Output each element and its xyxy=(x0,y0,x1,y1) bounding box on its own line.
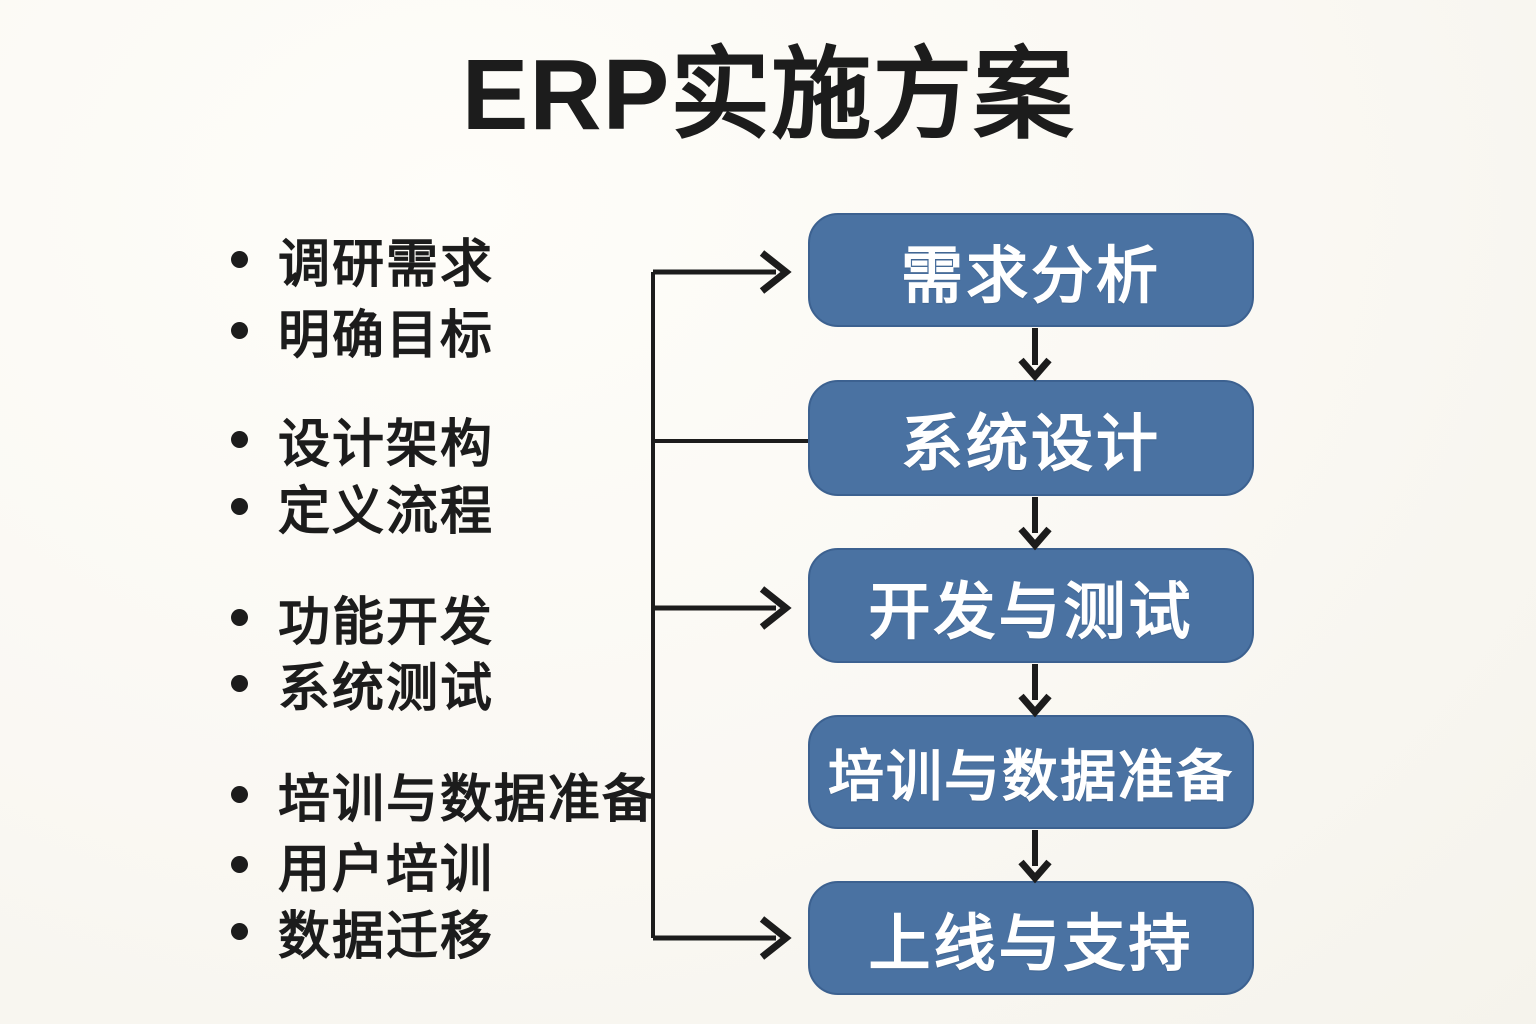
flow-step-golive-support: 上线与支持 xyxy=(808,881,1254,995)
bullet-dot-icon xyxy=(231,785,248,803)
flow-step-label: 上线与支持 xyxy=(868,910,1194,979)
arrow-down-icon xyxy=(1018,526,1052,551)
diagram-title: ERP实施方案 xyxy=(461,39,1075,151)
bullet-label: 数据迁移 xyxy=(278,907,495,966)
arrow-right-icon xyxy=(759,586,792,630)
bullet-label: 培训与数据准备 xyxy=(278,770,657,829)
flow-step-system-design: 系统设计 xyxy=(808,380,1254,496)
flow-step-label: 开发与测试 xyxy=(868,577,1194,647)
bullet-label: 用户培训 xyxy=(278,840,495,899)
bullet-dot-icon xyxy=(231,855,248,873)
bullet-dot-icon xyxy=(231,497,248,515)
bullet-dot-icon xyxy=(231,430,248,448)
bullet-item-clarify-goals: 明确目标 xyxy=(231,294,494,366)
bullet-dot-icon xyxy=(231,674,248,692)
flow-step-label: 需求分析 xyxy=(900,242,1161,311)
bullet-label: 调研需求 xyxy=(278,235,495,294)
arrow-down-icon xyxy=(1018,693,1052,718)
bullet-label: 明确目标 xyxy=(278,306,495,365)
bullet-item-design-architecture: 设计架构 xyxy=(231,403,494,475)
arrow-down-icon xyxy=(1018,859,1052,884)
flow-step-label: 培训与数据准备 xyxy=(828,744,1234,808)
bullet-item-define-processes: 定义流程 xyxy=(231,470,494,542)
flow-step-requirements-analysis: 需求分析 xyxy=(808,213,1254,327)
bullet-item-user-training: 用户培训 xyxy=(231,828,494,900)
bullet-item-research-needs: 调研需求 xyxy=(231,223,494,295)
arrow-right-icon xyxy=(759,250,792,294)
flow-step-development-testing: 开发与测试 xyxy=(808,548,1254,663)
bullet-dot-icon xyxy=(231,922,248,940)
bullet-item-system-testing: 系统测试 xyxy=(231,647,494,719)
arrow-down-icon xyxy=(1018,357,1052,382)
bullet-item-training-data-prep: 培训与数据准备 xyxy=(231,758,656,830)
flow-step-label: 系统设计 xyxy=(900,410,1161,479)
bullet-item-data-migration: 数据迁移 xyxy=(231,895,494,967)
bullet-label: 系统测试 xyxy=(278,659,495,718)
bullet-dot-icon xyxy=(231,321,248,339)
bullet-label: 功能开发 xyxy=(278,593,495,652)
bullet-item-feature-development: 功能开发 xyxy=(231,581,494,653)
bullet-label: 定义流程 xyxy=(278,482,495,541)
arrow-right-icon xyxy=(759,916,792,960)
bullet-dot-icon xyxy=(231,250,248,268)
bullet-dot-icon xyxy=(231,608,248,626)
flow-step-training-data-prep: 培训与数据准备 xyxy=(808,715,1254,829)
bullet-label: 设计架构 xyxy=(278,415,495,474)
